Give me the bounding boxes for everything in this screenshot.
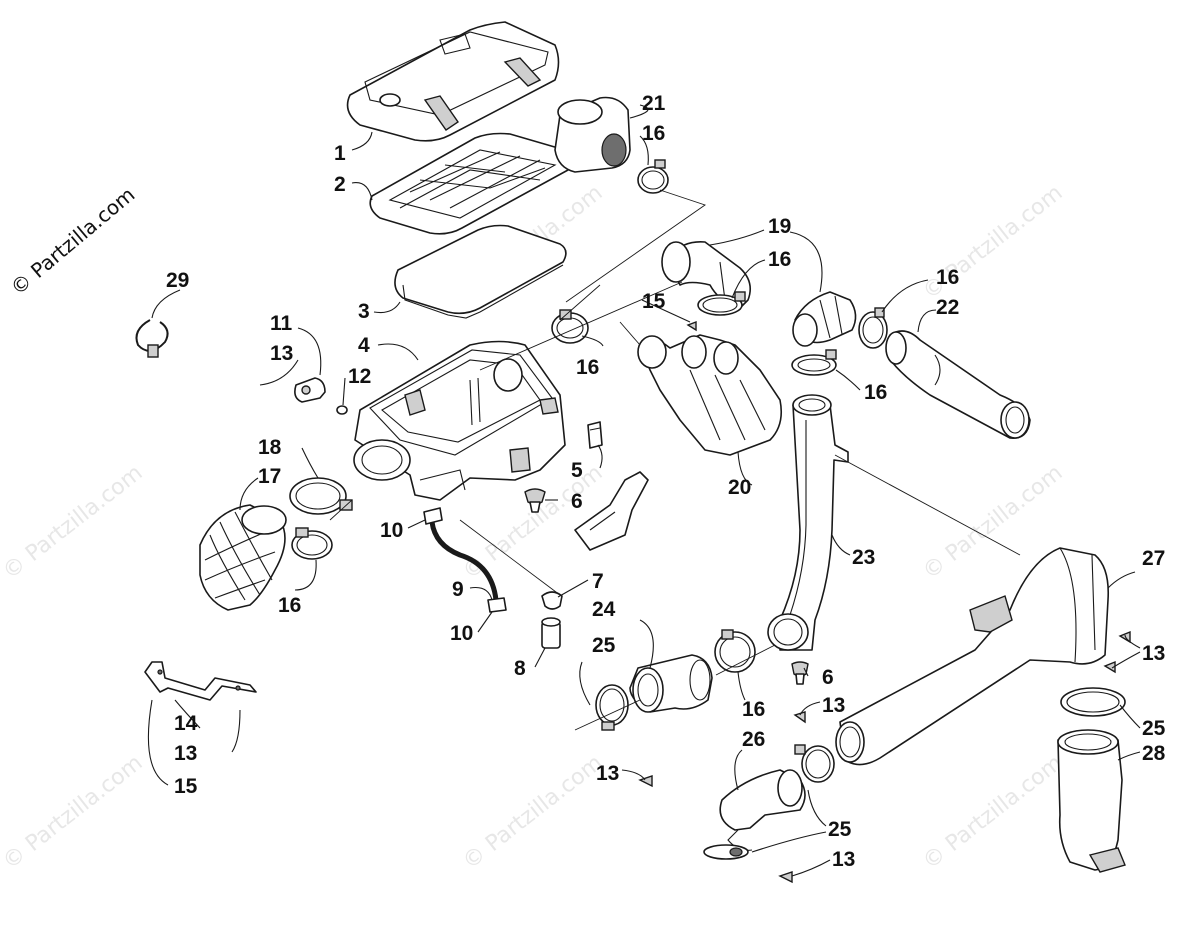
part-plenum [637, 334, 783, 456]
part-clamp [1060, 687, 1126, 717]
callout-25: 25 [1142, 717, 1166, 740]
part-clamp [714, 629, 756, 673]
callout-24: 24 [592, 598, 616, 621]
callout-16: 16 [576, 356, 599, 379]
callout-25: 25 [592, 634, 616, 657]
watermark: © Partzilla.com [458, 751, 607, 875]
callout-14: 14 [174, 712, 198, 735]
watermark: © Partzilla.com [0, 751, 147, 875]
callout-13: 13 [174, 742, 197, 765]
part-bracket [574, 471, 649, 551]
callout-16: 16 [864, 381, 887, 404]
callout-12: 12 [348, 365, 371, 388]
part-mounting-bracket [144, 661, 257, 701]
copyright-text: © Partzilla.com [6, 182, 140, 300]
callout-13: 13 [270, 342, 293, 365]
callout-10: 10 [380, 519, 403, 542]
callout-13: 13 [1142, 642, 1165, 665]
part-lower-elbow [719, 769, 806, 851]
callout-6: 6 [571, 490, 583, 513]
part-reducer [629, 654, 713, 713]
part-flange-plate [703, 844, 749, 860]
callout-13: 13 [832, 848, 855, 871]
callout-13: 13 [822, 694, 845, 717]
watermark: © Partzilla.com [918, 751, 1067, 875]
part-clamp [291, 527, 333, 560]
callout-16: 16 [936, 266, 959, 289]
callout-2: 2 [334, 173, 346, 196]
callout-19: 19 [768, 215, 791, 238]
part-clamp [551, 309, 589, 344]
callout-18: 18 [258, 436, 282, 459]
part-filter-grid [369, 132, 572, 235]
callout-23: 23 [852, 546, 875, 569]
part-flange-duct [1057, 729, 1126, 873]
part-clamp [697, 291, 746, 316]
part-duct-tube [767, 394, 849, 651]
callout-15: 15 [642, 290, 666, 313]
callout-8: 8 [514, 657, 526, 680]
watermark: © Partzilla.com [0, 461, 147, 585]
part-drain-hose [423, 507, 507, 613]
callout-21: 21 [642, 92, 666, 115]
part-elbow-upper [661, 241, 751, 311]
callout-6: 6 [822, 666, 834, 689]
part-elbow-right [792, 291, 857, 347]
callout-16: 16 [768, 248, 791, 271]
callout-29: 29 [166, 269, 189, 292]
part-clamp [791, 349, 837, 376]
part-hose-right [885, 330, 1031, 439]
part-oring [336, 405, 348, 415]
callout-17: 17 [258, 465, 281, 488]
callout-26: 26 [742, 728, 765, 751]
part-breather-fitting [294, 377, 326, 403]
callout-1: 1 [334, 142, 346, 165]
callout-13: 13 [596, 762, 619, 785]
callout-9: 9 [452, 578, 464, 601]
callout-5: 5 [571, 459, 583, 482]
callout-3: 3 [358, 300, 370, 323]
part-airbox-base [353, 340, 566, 501]
callout-22: 22 [936, 296, 959, 319]
part-clip [587, 421, 603, 449]
callout-28: 28 [1142, 742, 1166, 765]
callout-16: 16 [278, 594, 301, 617]
callout-labels: 1 2 3 4 5 6 6 7 8 9 10 10 11 12 13 13 13… [166, 92, 1166, 871]
part-clamp [858, 307, 888, 349]
callout-15: 15 [174, 775, 198, 798]
callout-4: 4 [358, 334, 370, 357]
callout-20: 20 [728, 476, 751, 499]
callout-27: 27 [1142, 547, 1165, 570]
part-clamp [794, 744, 835, 783]
part-valve [541, 591, 563, 649]
part-intake-duct [835, 547, 1110, 766]
callout-16: 16 [742, 698, 765, 721]
callout-7: 7 [592, 570, 604, 593]
watermark-layer: © Partzilla.com © Partzilla.com © Partzi… [0, 181, 1067, 875]
part-airbox-cover [346, 21, 560, 142]
part-grommet [524, 488, 546, 513]
callout-11: 11 [270, 312, 293, 335]
callout-16: 16 [642, 122, 665, 145]
screw-group [638, 320, 1131, 884]
part-pre-filter [554, 96, 631, 173]
part-filter-element [394, 224, 567, 319]
part-clamp [637, 159, 669, 194]
leader-lines [147, 104, 1141, 877]
part-hose-clamp-small [135, 319, 169, 358]
part-clamp [595, 684, 629, 731]
part-intake-boot [199, 504, 287, 611]
callout-25: 25 [828, 818, 852, 841]
part-grommet [791, 661, 809, 685]
callout-10: 10 [450, 622, 473, 645]
